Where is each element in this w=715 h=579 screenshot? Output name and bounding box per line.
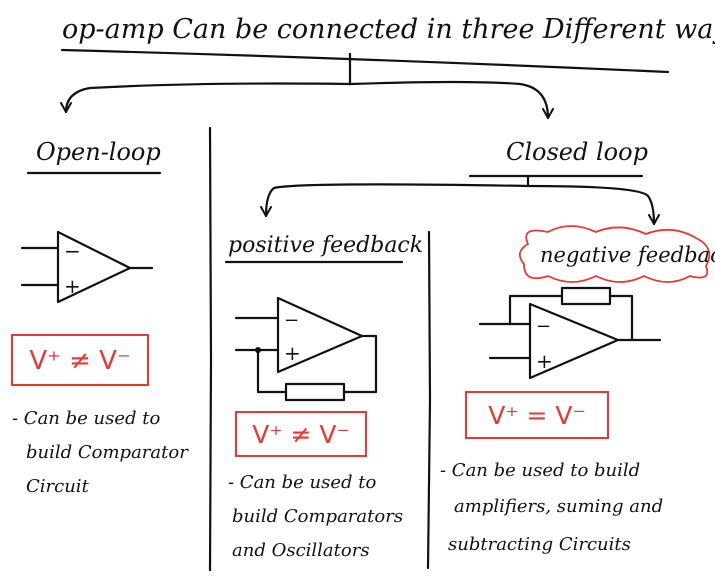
positive-feedback-heading: positive feedback (228, 233, 423, 258)
open-loop-minus-sign: − (64, 239, 81, 263)
positive-feedback-loop-wire (256, 348, 288, 394)
positive-feedback-resistor (284, 382, 346, 402)
arrow-to-positive-feedback (260, 183, 530, 218)
open-loop-formula-box (11, 334, 149, 386)
positive-feedback-note-line-1: - Can be used to (228, 472, 376, 493)
open-loop-note-line-3: Circuit (26, 476, 90, 497)
title-underline (60, 48, 670, 74)
negative-feedback-note-line-1: - Can be used to build (440, 460, 640, 481)
negative-feedback-formula-box (465, 391, 609, 439)
positive-feedback-note-line-2: build Comparators (232, 506, 403, 527)
negative-feedback-opamp-symbol (528, 302, 620, 380)
diagram-title: op-amp Can be connected in three Differe… (62, 14, 715, 45)
positive-feedback-opamp-symbol (276, 296, 364, 374)
negative-feedback-heading: negative feedback (540, 243, 715, 267)
negative-feedback-plus-sign: + (536, 349, 553, 373)
positive-feedback-formula-box (235, 411, 367, 457)
open-loop-plus-sign: + (64, 274, 81, 298)
negative-feedback-formula: V⁺ = V⁻ (488, 401, 585, 430)
positive-feedback-minus-sign: − (284, 310, 299, 331)
positive-feedback-note-line-3: and Oscillators (232, 540, 370, 561)
open-loop-opamp-symbol (56, 230, 132, 304)
column-divider-2 (426, 230, 432, 570)
open-loop-note-line-2: build Comparator (26, 442, 189, 463)
negative-feedback-resistor (560, 286, 612, 306)
open-loop-formula: V⁺ ≠ V⁻ (29, 346, 130, 376)
arrow-to-negative-feedback (526, 184, 660, 226)
positive-feedback-junction-dot (255, 347, 261, 353)
negative-feedback-loop-wire-left (508, 294, 564, 326)
open-loop-heading: Open-loop (36, 138, 161, 166)
arrow-to-closed-loop (348, 80, 554, 120)
negative-feedback-note-line-2: amplifiers, suming and (454, 496, 663, 517)
column-divider-1 (208, 126, 213, 572)
open-loop-note-line-1: - Can be used to (12, 408, 160, 429)
positive-feedback-plus-sign: + (284, 341, 301, 365)
arrow-to-open-loop (60, 82, 352, 114)
negative-feedback-loop-wire-right (608, 294, 634, 342)
negative-feedback-note-line-3: subtracting Circuits (448, 534, 631, 555)
negative-feedback-highlight-cloud (518, 225, 711, 283)
closed-loop-heading: Closed loop (506, 138, 648, 166)
positive-feedback-output-wire (342, 334, 378, 394)
positive-feedback-formula: V⁺ ≠ V⁻ (252, 420, 349, 449)
negative-feedback-minus-sign: − (536, 316, 551, 337)
